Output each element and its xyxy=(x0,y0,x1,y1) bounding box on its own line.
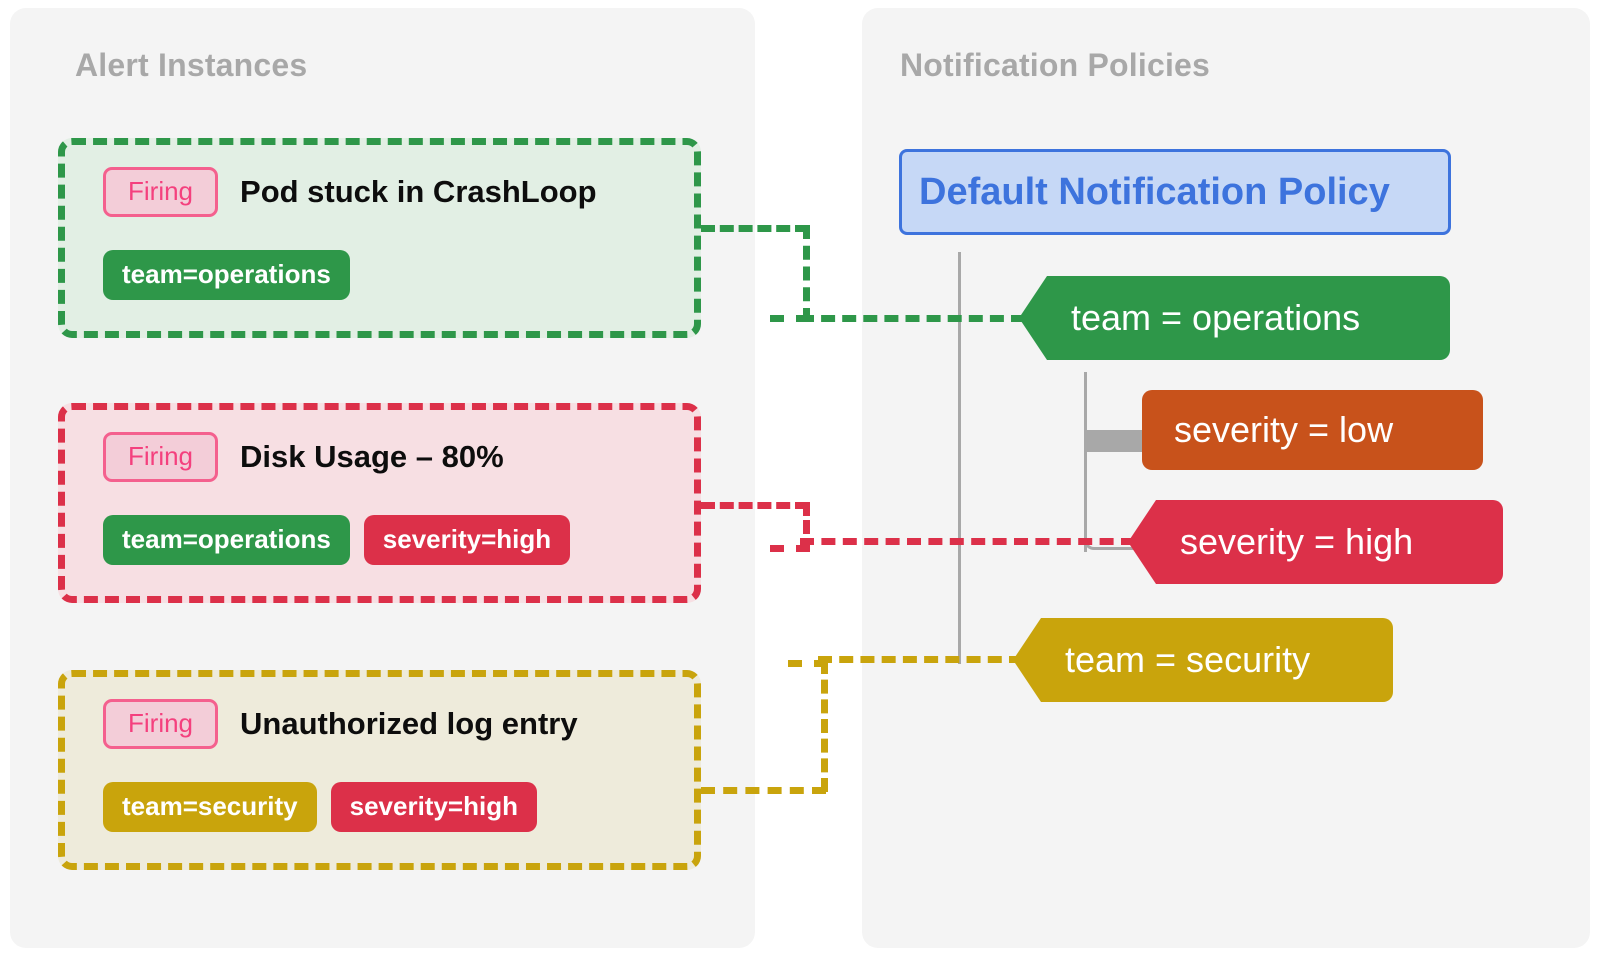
default-notification-policy-label: Default Notification Policy xyxy=(919,170,1390,213)
policy-tree-stub-line xyxy=(1084,430,1142,452)
alert-label-chip[interactable]: severity=high xyxy=(330,782,537,832)
connector-alert1-segment xyxy=(800,538,1135,545)
alert-instances-panel-title: Alert Instances xyxy=(75,47,308,83)
status-badge: Firing xyxy=(103,167,219,217)
connector-alert0-segment xyxy=(701,225,809,232)
connector-alert2-segment xyxy=(818,656,1023,663)
status-badge: Firing xyxy=(103,699,219,749)
connector-alert1-segment xyxy=(701,502,809,509)
policy-tree-branch-line xyxy=(1084,372,1087,552)
policy-matcher-severity-high[interactable]: severity = high xyxy=(1128,500,1503,584)
connector-alert1-segment xyxy=(770,502,810,552)
notification-policies-panel-title: Notification Policies xyxy=(900,47,1211,83)
policy-matcher-severity-low[interactable]: severity = low xyxy=(1142,390,1483,470)
alert-header: Firing Pod stuck in CrashLoop xyxy=(103,167,597,217)
alert-label-list: team=operations xyxy=(103,250,350,300)
alert-instance-card[interactable]: Firing Pod stuck in CrashLoop team=opera… xyxy=(58,138,701,338)
alert-header: Firing Unauthorized log entry xyxy=(103,699,578,749)
alert-label-chip[interactable]: severity=high xyxy=(363,515,571,565)
alert-title: Unauthorized log entry xyxy=(240,706,578,741)
alert-label-list: team=operations severity=high xyxy=(103,515,571,565)
policy-matcher-team-security[interactable]: team = security xyxy=(1013,618,1393,702)
connector-alert0-segment xyxy=(800,315,1025,322)
connector-alert2-segment xyxy=(701,787,826,794)
default-notification-policy-box[interactable]: Default Notification Policy xyxy=(899,149,1451,235)
policy-matcher-team-operations[interactable]: team = operations xyxy=(1019,276,1450,360)
alert-title: Pod stuck in CrashLoop xyxy=(240,174,597,209)
alert-label-chip[interactable]: team=operations xyxy=(103,250,350,300)
connector-alert2-segment xyxy=(788,660,828,792)
alert-label-chip[interactable]: team=operations xyxy=(103,515,350,565)
policy-tree-corner-line xyxy=(1084,470,1134,550)
alert-label-list: team=security severity=high xyxy=(103,782,537,832)
alert-header: Firing Disk Usage – 80% xyxy=(103,432,504,482)
status-badge: Firing xyxy=(103,432,219,482)
connector-alert0-segment xyxy=(770,225,810,322)
alert-title: Disk Usage – 80% xyxy=(240,439,504,474)
policy-tree-trunk-line xyxy=(958,252,961,664)
alert-instance-card[interactable]: Firing Disk Usage – 80% team=operations … xyxy=(58,403,701,603)
alert-instance-card[interactable]: Firing Unauthorized log entry team=secur… xyxy=(58,670,701,870)
alert-label-chip[interactable]: team=security xyxy=(103,782,317,832)
